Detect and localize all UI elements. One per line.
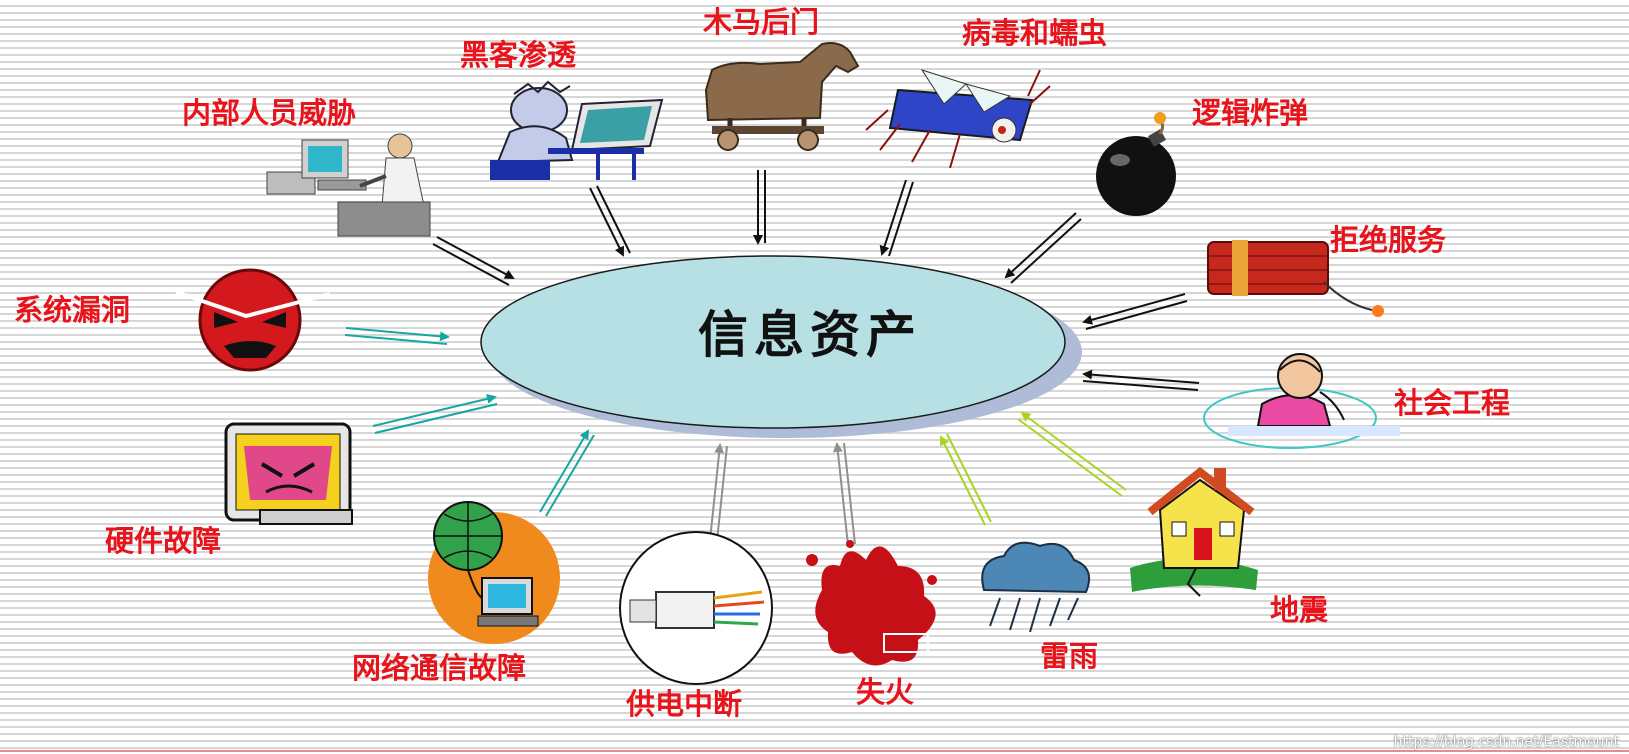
label-insider: 内部人员威胁 bbox=[182, 96, 357, 130]
storm-cloud-icon bbox=[981, 541, 1090, 633]
arrow-hardware bbox=[372, 393, 498, 434]
arrow-quake bbox=[1017, 411, 1127, 497]
label-hacker: 黑客渗透 bbox=[460, 38, 577, 72]
bomb-icon bbox=[1096, 112, 1176, 216]
fire-icon bbox=[806, 540, 937, 666]
arrow-vuln bbox=[344, 327, 450, 345]
label-social: 社会工程 bbox=[1394, 386, 1511, 420]
label-fire: 失火 bbox=[856, 675, 915, 709]
angry-face-icon bbox=[175, 268, 331, 372]
arrow-network bbox=[539, 429, 595, 517]
power-plug-icon bbox=[619, 531, 773, 685]
arrow-hacker bbox=[589, 185, 631, 257]
arrow-power bbox=[709, 443, 728, 542]
arrow-social bbox=[1082, 369, 1200, 391]
bottom-divider bbox=[0, 750, 1629, 752]
label-trojan: 木马后门 bbox=[703, 5, 820, 39]
label-power: 供电中断 bbox=[626, 687, 743, 721]
arrow-dos bbox=[1082, 293, 1188, 330]
label-network: 网络通信故障 bbox=[352, 651, 527, 685]
label-virus: 病毒和蠕虫 bbox=[962, 16, 1108, 50]
asset-label: 信息资产 bbox=[698, 306, 922, 364]
dynamite-icon bbox=[1207, 240, 1384, 317]
label-thunder: 雷雨 bbox=[1040, 639, 1099, 673]
asset-ellipse bbox=[480, 255, 1066, 429]
trojan-horse-icon bbox=[704, 42, 860, 151]
social-engineer-icon bbox=[1203, 353, 1400, 449]
person-computer-icon bbox=[266, 133, 431, 237]
label-quake: 地震 bbox=[1270, 593, 1329, 627]
cracked-house-icon bbox=[1130, 466, 1258, 597]
arrow-insider bbox=[432, 236, 515, 286]
arrow-trojan bbox=[753, 170, 766, 245]
arrow-logic-bomb bbox=[1004, 212, 1082, 284]
network-globe-icon bbox=[428, 501, 560, 644]
hacker-icon bbox=[490, 80, 664, 180]
virus-bug-icon bbox=[865, 69, 1051, 169]
arrow-virus bbox=[879, 179, 914, 257]
watermark: https://blog.csdn.net/Eastmount bbox=[1393, 734, 1619, 750]
arrow-fire bbox=[832, 442, 856, 546]
label-dos: 拒绝服务 bbox=[1330, 223, 1447, 257]
arrow-thunder bbox=[940, 433, 992, 526]
broken-monitor-icon bbox=[224, 422, 353, 525]
label-vuln: 系统漏洞 bbox=[14, 293, 131, 327]
label-hardware: 硬件故障 bbox=[105, 524, 222, 558]
label-logic-bomb: 逻辑炸弹 bbox=[1192, 96, 1309, 130]
